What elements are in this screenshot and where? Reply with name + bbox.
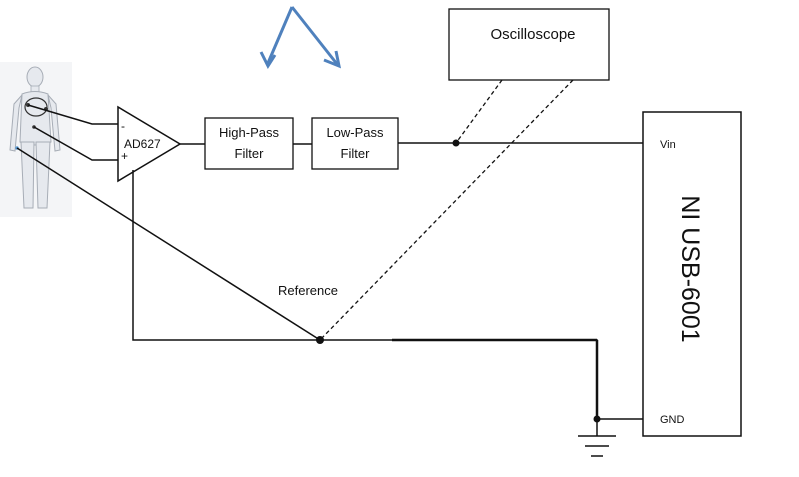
amplifier-ad627: AD627 - + (117, 105, 182, 183)
blue-arrow-icon-left (259, 51, 277, 70)
figure-right-arm (9, 94, 23, 152)
daq-box (642, 111, 742, 437)
daq-gnd-label: GND (660, 414, 685, 426)
low-pass-filter-box (311, 117, 399, 170)
oscilloscope-label: Oscilloscope (490, 26, 575, 43)
daq-title-label: NI USB-6001 (676, 195, 704, 342)
amplifier-plus-sign: + (121, 149, 128, 163)
lead-wire-minus (27, 104, 118, 125)
arrow-right-shaft (290, 6, 339, 65)
high-pass-filter-line2: Filter (235, 146, 265, 161)
blue-arrows (259, 6, 342, 70)
low-pass-filter-line2: Filter (341, 146, 371, 161)
arrow-left-shaft (266, 6, 294, 64)
amplifier-label: AD627 (124, 137, 161, 151)
figure-torso (19, 91, 52, 146)
daq-vin-label: Vin (660, 139, 676, 151)
oscilloscope: Oscilloscope (319, 8, 610, 341)
oscilloscope-probe-signal (455, 79, 503, 144)
ni-usb-6001: Vin GND NI USB-6001 (642, 111, 742, 437)
amplifier-triangle (117, 105, 182, 183)
figure-left-arm (47, 94, 61, 152)
low-pass-filter-line1: Low-Pass (326, 125, 384, 140)
junction-dot-ground (593, 415, 601, 423)
ground-symbol-icon (578, 435, 616, 457)
figure-right-leg (20, 141, 35, 209)
oscilloscope-box (448, 8, 610, 81)
figure-head (26, 66, 44, 88)
blue-arrow-icon-right (323, 50, 342, 69)
ground-bus: Reference (132, 170, 643, 436)
ground-bus-wire (132, 170, 598, 436)
human-figure (0, 62, 72, 217)
figure-left-leg (35, 141, 51, 209)
low-pass-filter: Low-Pass Filter (311, 117, 399, 170)
high-pass-filter-box (204, 117, 294, 170)
electrode-leads (16, 104, 321, 341)
lead-wire-plus (33, 126, 118, 161)
reference-label: Reference (278, 283, 338, 298)
junction-dot-reference (316, 336, 324, 344)
heart-outline (24, 97, 48, 117)
high-pass-filter: High-Pass Filter (204, 117, 294, 170)
high-pass-filter-line1: High-Pass (219, 125, 279, 140)
oscilloscope-probe-reference (319, 79, 574, 341)
reference-lead-wire (16, 147, 321, 341)
amplifier-minus-sign: - (121, 119, 125, 133)
